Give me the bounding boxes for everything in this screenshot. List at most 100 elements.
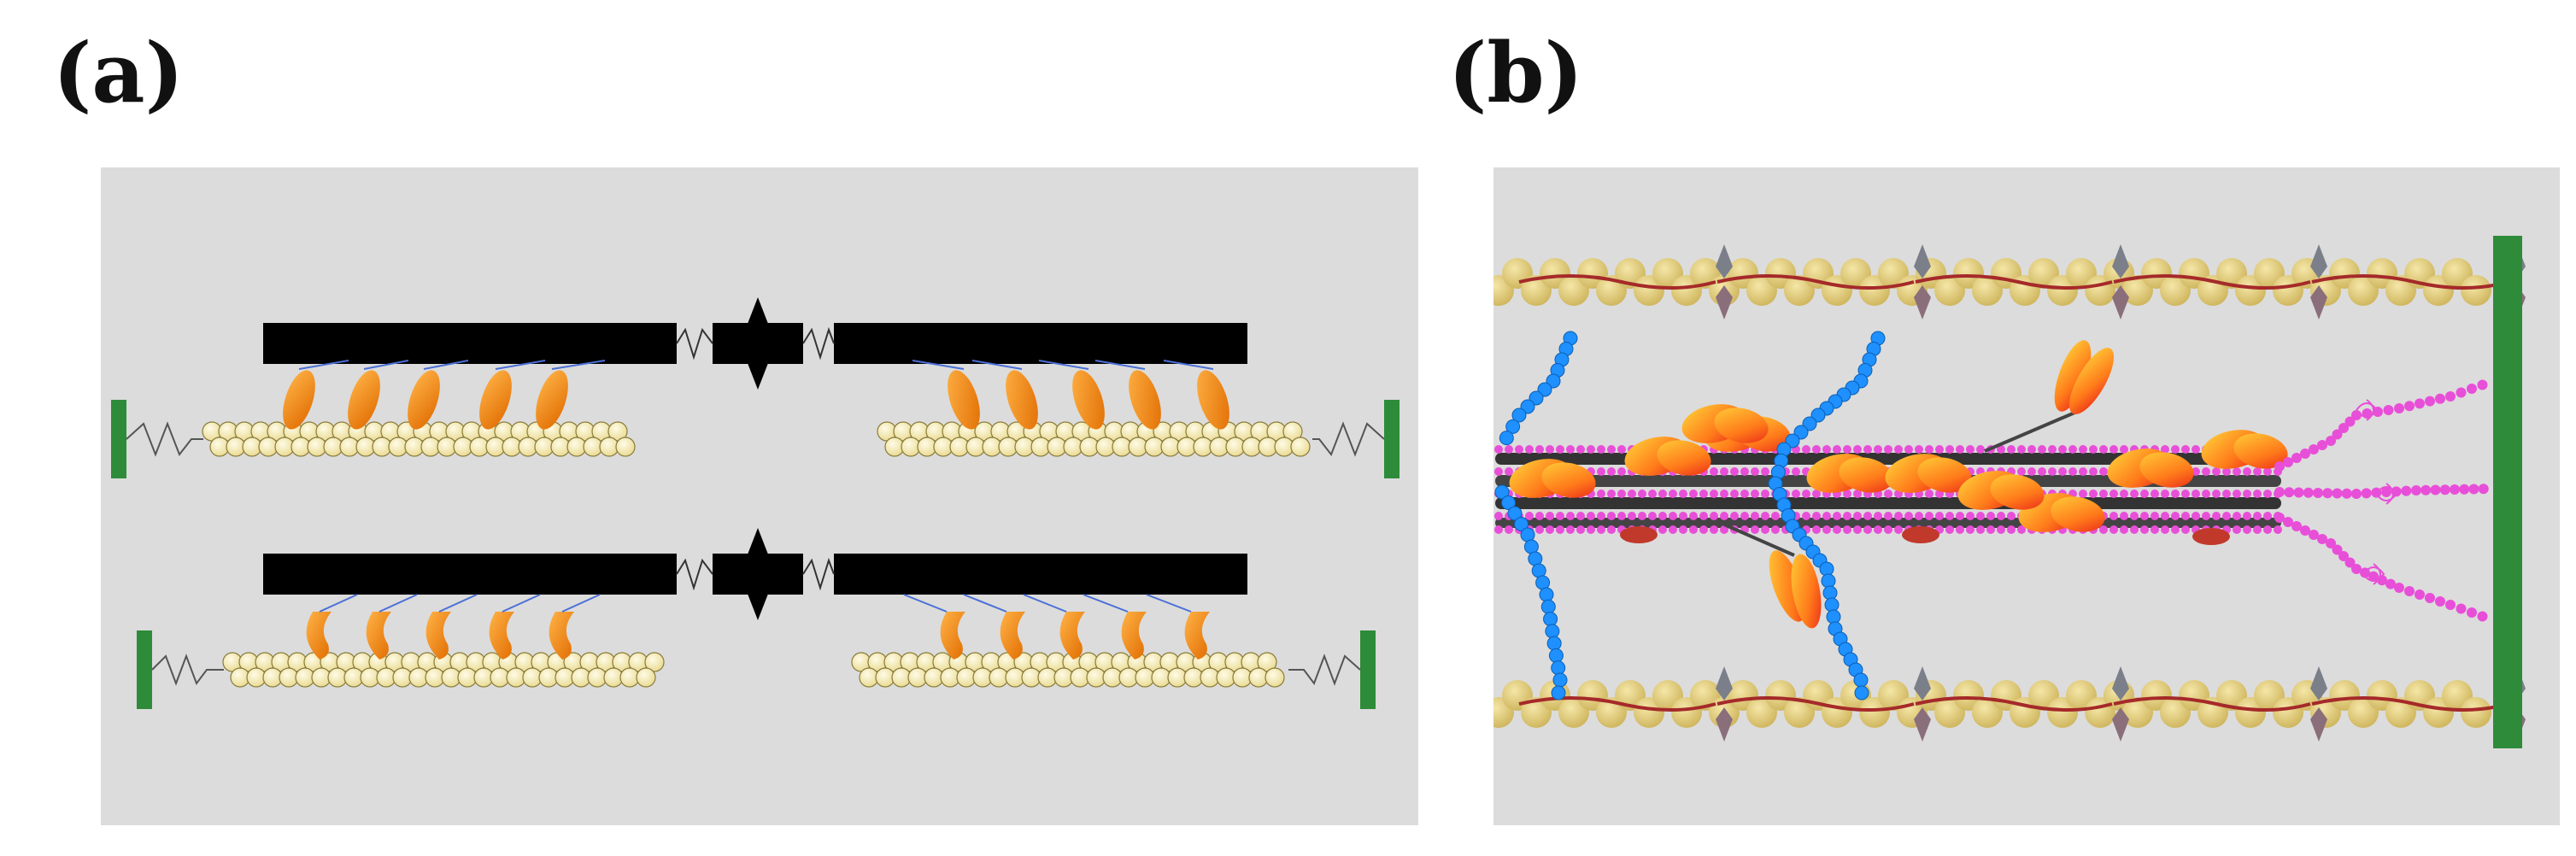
mybp-bead bbox=[2068, 467, 2077, 476]
mybp-bead bbox=[2233, 467, 2241, 476]
myosin-heads-bottom-right bbox=[903, 594, 1210, 660]
mybp-bead bbox=[1843, 490, 1851, 498]
mybp-bead bbox=[2140, 490, 2149, 498]
actin-bead bbox=[1290, 437, 1311, 457]
titin-bead bbox=[1507, 506, 1523, 521]
mybp-bead bbox=[2099, 525, 2108, 534]
mybp-bead bbox=[1997, 525, 2005, 534]
mybp-bead bbox=[2171, 445, 2180, 454]
mybp-bead bbox=[1628, 512, 1636, 520]
mybp-bead bbox=[2110, 490, 2118, 498]
titin-bead bbox=[2456, 603, 2467, 614]
mybp-bead bbox=[1935, 445, 1944, 454]
mybp-bead bbox=[2181, 445, 2190, 454]
mybp-bead bbox=[1566, 445, 1575, 454]
panel-a-label: (a) bbox=[53, 25, 185, 121]
titin-bead bbox=[2309, 530, 2319, 540]
mybp-bead bbox=[1546, 445, 1554, 454]
mybp-bead bbox=[2222, 467, 2231, 476]
mybp-bead bbox=[1740, 490, 1749, 498]
titin-bead bbox=[2394, 403, 2404, 413]
mybp-bead bbox=[2222, 490, 2231, 498]
mybp-bead bbox=[1597, 512, 1605, 520]
mybp-bead bbox=[2161, 525, 2169, 534]
tropomyosin bbox=[1518, 274, 1716, 290]
titin-bead bbox=[1539, 587, 1554, 602]
myosin-head bbox=[2051, 496, 2105, 532]
titin-bead bbox=[2401, 485, 2412, 496]
mybp-bead bbox=[2212, 512, 2221, 520]
troponin bbox=[1716, 244, 1733, 278]
mybp-bead bbox=[2048, 467, 2057, 476]
mybp-bead bbox=[2120, 512, 2128, 520]
myosin-head bbox=[1059, 612, 1085, 660]
titin-bead bbox=[1819, 561, 1834, 577]
mybp-bead bbox=[1874, 525, 1882, 534]
mybp-bead bbox=[1689, 512, 1698, 520]
mybp-bead bbox=[1597, 445, 1605, 454]
mybp-bead bbox=[1658, 512, 1667, 520]
mybp-bead bbox=[1966, 525, 1975, 534]
titin-bead bbox=[1540, 599, 1556, 614]
mybp-bead bbox=[1505, 525, 1513, 534]
mybp-bead bbox=[2099, 467, 2108, 476]
mybp-bead bbox=[2038, 467, 2046, 476]
titin-bead bbox=[2435, 596, 2445, 607]
mybp-bead bbox=[2263, 525, 2272, 534]
titin-bead bbox=[1822, 585, 1838, 601]
titin-bead bbox=[2411, 485, 2421, 495]
mybp-bead bbox=[1576, 525, 1585, 534]
tropomyosin bbox=[1915, 274, 2113, 290]
mybp-bead bbox=[1566, 525, 1575, 534]
mybp-bead bbox=[2089, 490, 2098, 498]
titin-bead bbox=[2284, 487, 2295, 498]
titin-bead bbox=[2361, 488, 2372, 499]
mybp-bead bbox=[1925, 512, 1933, 520]
mybp-bead bbox=[1751, 525, 1759, 534]
titin-domain bbox=[2362, 563, 2385, 585]
titin-domain bbox=[2375, 483, 2398, 505]
mybp-bead bbox=[1761, 512, 1769, 520]
mybp-bead bbox=[1617, 445, 1626, 454]
mybp-bead bbox=[1566, 512, 1575, 520]
mybp-bead bbox=[1617, 512, 1626, 520]
panel-a-diagram bbox=[101, 167, 1418, 825]
mybp-bead bbox=[1884, 525, 1892, 534]
titin-bead bbox=[2415, 398, 2425, 409]
mybp-bead bbox=[1935, 512, 1944, 520]
mybp-bead bbox=[1945, 445, 1954, 454]
mybp-bead bbox=[1535, 512, 1544, 520]
troponin bbox=[2112, 666, 2129, 701]
mybp-bead bbox=[1997, 445, 2005, 454]
titin-bead bbox=[2291, 521, 2302, 531]
mybp-bead bbox=[2027, 445, 2036, 454]
titin-pink-to-zdisc bbox=[2274, 379, 2489, 622]
titin-bead bbox=[2332, 488, 2343, 499]
mybp-bead bbox=[1976, 525, 1985, 534]
mybp-bead bbox=[2007, 525, 2016, 534]
spring-left bbox=[126, 421, 203, 457]
titin-bead bbox=[2293, 487, 2304, 498]
mybp-bead bbox=[2202, 490, 2210, 498]
troponin bbox=[2310, 666, 2327, 701]
tropomyosin bbox=[1716, 696, 1915, 712]
mybp-bead bbox=[2192, 512, 2200, 520]
myosin-head bbox=[1000, 612, 1025, 660]
actin-bead bbox=[2461, 275, 2491, 306]
mybp-bead bbox=[1699, 490, 1708, 498]
mybp-bead bbox=[1761, 490, 1769, 498]
mybp-bead bbox=[1515, 445, 1523, 454]
myosin-head bbox=[1197, 370, 1229, 430]
myosin-head bbox=[1006, 370, 1038, 430]
titin-bead bbox=[2300, 449, 2310, 459]
mybp-bead bbox=[1556, 512, 1564, 520]
titin-bead bbox=[1543, 612, 1558, 627]
mybp-bead bbox=[1740, 467, 1749, 476]
mybp-bead bbox=[2048, 445, 2057, 454]
titin-blue-strands bbox=[1494, 331, 1886, 701]
mybp-bead bbox=[1546, 512, 1554, 520]
myosin-head bbox=[1657, 440, 1711, 476]
mybp-bead bbox=[1792, 467, 1800, 476]
mybp-bead bbox=[1751, 512, 1759, 520]
detached-myosin-head-lower bbox=[1723, 523, 1822, 629]
